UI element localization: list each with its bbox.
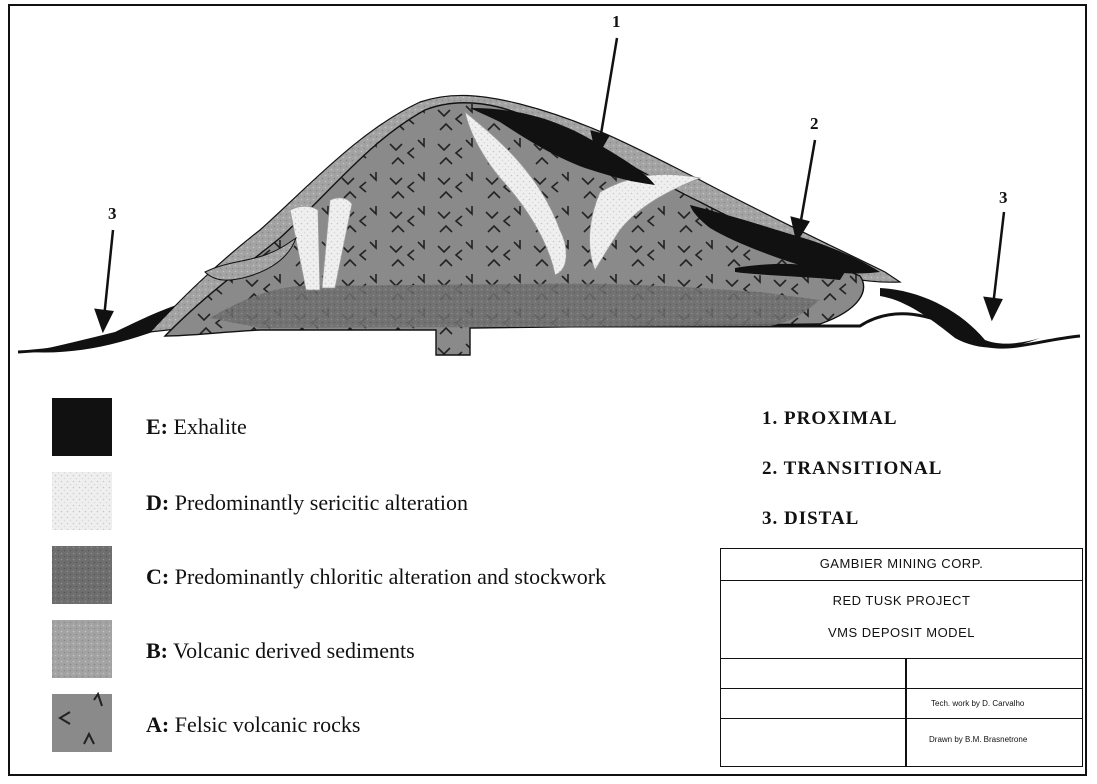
chloritic-zone — [210, 283, 820, 328]
legend-label-felsic: A: Felsic volcanic rocks — [146, 712, 360, 738]
title-block: GAMBIER MINING CORP. RED TUSK PROJECT VM… — [720, 548, 1083, 767]
callout-number-3-left: 3 — [108, 204, 117, 224]
project-name: RED TUSK PROJECT — [721, 593, 1082, 608]
swatch-sediments — [52, 620, 112, 678]
zone-label-transitional: 2. TRANSITIONAL — [762, 458, 942, 480]
distal-exhalite-right — [880, 288, 1040, 348]
callout-number-3-right: 3 — [999, 188, 1008, 208]
swatch-sericitic — [52, 472, 112, 530]
zone-label-distal: 3. DISTAL — [762, 508, 859, 530]
drawn-by-credit: Drawn by B.M. Brasnetrone — [929, 735, 1027, 744]
swatch-felsic — [52, 694, 112, 752]
legend-label-sediments: B: Volcanic derived sediments — [146, 638, 415, 664]
callout-arrow-3-right — [985, 212, 1004, 318]
zone-label-proximal: 1. PROXIMAL — [762, 408, 898, 430]
callout-number-2: 2 — [810, 114, 819, 134]
legend-label-chloritic: C: Predominantly chloritic alteration an… — [146, 564, 606, 590]
model-name: VMS DEPOSIT MODEL — [721, 625, 1082, 640]
legend-label-exhalite: E: Exhalite — [146, 414, 247, 440]
title-block-divider — [905, 659, 907, 766]
swatch-chloritic — [52, 546, 112, 604]
title-block-project-row: RED TUSK PROJECT VMS DEPOSIT MODEL — [721, 581, 1082, 659]
callout-number-1: 1 — [612, 12, 621, 32]
title-block-tech-row: Tech. work by D. Carvalho — [721, 689, 1082, 719]
title-block-company-row: GAMBIER MINING CORP. — [721, 549, 1082, 581]
callout-arrow-3-left — [96, 230, 113, 330]
legend-label-sericitic: D: Predominantly sericitic alteration — [146, 490, 468, 516]
title-block-drawn-row: Drawn by B.M. Brasnetrone — [721, 719, 1082, 766]
callout-arrow-2 — [792, 140, 815, 240]
company-name: GAMBIER MINING CORP. — [721, 556, 1082, 571]
title-block-blank-row — [721, 659, 1082, 689]
tech-work-credit: Tech. work by D. Carvalho — [931, 699, 1024, 708]
swatch-exhalite — [52, 398, 112, 456]
